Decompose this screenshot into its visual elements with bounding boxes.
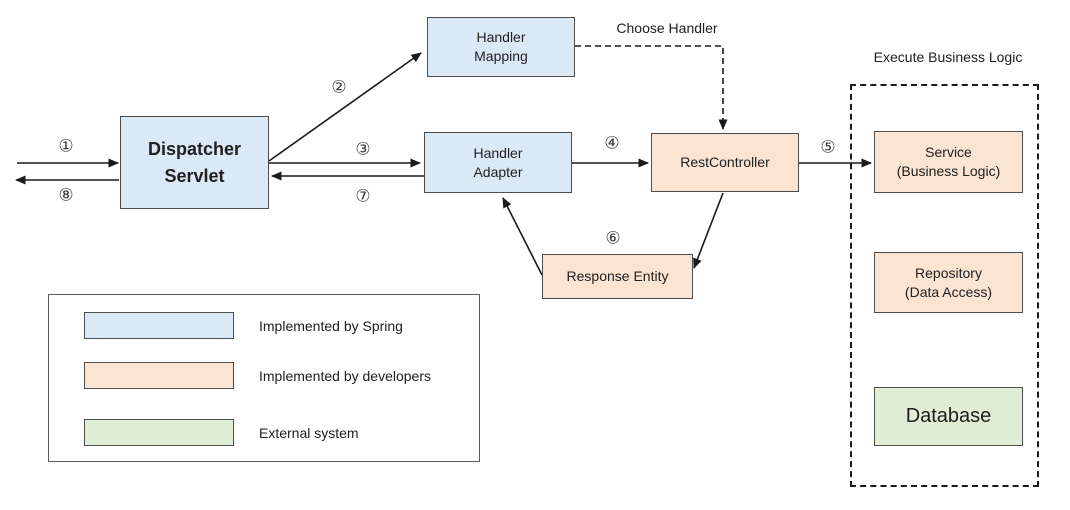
step-label-4: ④ (604, 133, 620, 153)
node-handler-mapping-label: Handler Mapping (474, 29, 528, 64)
arrow-step2-to-handler-mapping (268, 52, 422, 162)
step-label-2: ② (331, 77, 347, 97)
legend-label-external: External system (259, 424, 359, 441)
node-handler-mapping: Handler Mapping (427, 17, 575, 77)
node-repository: Repository (Data Access) (874, 252, 1023, 313)
node-handler-adapter: Handler Adapter (424, 132, 572, 193)
legend-label-developers: Implemented by developers (259, 367, 431, 384)
choose-handler-label: Choose Handler (616, 20, 718, 36)
node-response-entity: Response Entity (542, 254, 693, 299)
node-service: Service (Business Logic) (874, 131, 1023, 193)
arrow-rest-controller-to-response-entity (693, 192, 724, 269)
legend-label-spring: Implemented by Spring (259, 317, 403, 334)
step-label-5: ⑤ (820, 137, 836, 157)
step-label-3: ③ (355, 139, 371, 159)
node-handler-adapter-label: Handler Adapter (473, 144, 523, 180)
step-label-6: ⑥ (605, 228, 621, 248)
node-response-entity-label: Response Entity (566, 268, 669, 285)
node-database-label: Database (905, 405, 992, 427)
legend-box: Implemented by Spring Implemented by dev… (48, 294, 480, 462)
arrow-choose-handler-dashed (575, 45, 728, 130)
legend-swatch-developers (84, 362, 234, 389)
execute-business-logic-label: Execute Business Logic (873, 49, 1023, 65)
node-repository-label: Repository (Data Access) (904, 264, 993, 300)
node-rest-controller: RestController (651, 133, 799, 192)
arrow-step6-to-handler-adapter (502, 197, 543, 276)
legend-swatch-spring (84, 312, 234, 339)
node-database: Database (874, 387, 1023, 446)
legend-swatch-external (84, 419, 234, 446)
node-dispatcher-servlet: Dispatcher Servlet (120, 116, 269, 209)
step-label-1: ① (58, 136, 74, 156)
node-service-label: Service (Business Logic) (896, 144, 1001, 179)
legend-row-spring: Implemented by Spring (49, 312, 479, 339)
legend-row-external: External system (49, 419, 479, 446)
step-label-7: ⑦ (355, 186, 371, 206)
node-rest-controller-label: RestController (680, 154, 770, 171)
business-logic-group-box (850, 84, 1039, 487)
step-label-8: ⑧ (58, 185, 74, 205)
node-dispatcher-servlet-label: Dispatcher Servlet (147, 139, 242, 186)
legend-row-developers: Implemented by developers (49, 362, 479, 389)
